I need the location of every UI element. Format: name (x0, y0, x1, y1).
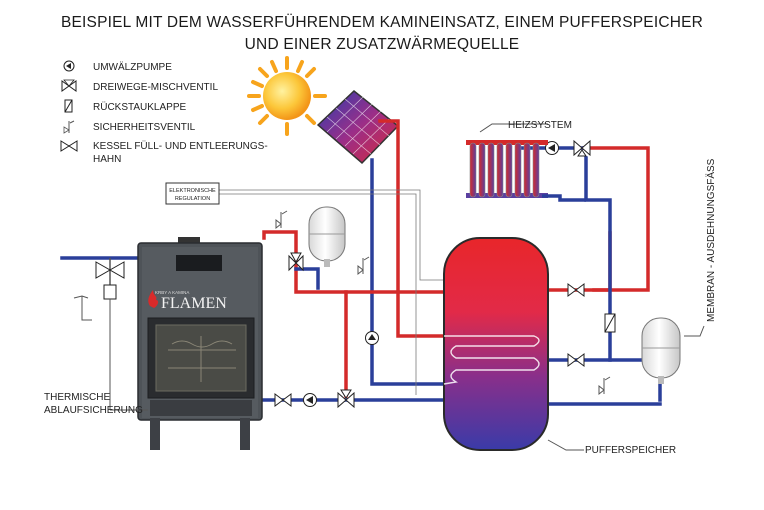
electronic-regulation-box: ELEKTRONISCHE REGULATION (165, 182, 220, 205)
mixing-valve-icon (288, 252, 304, 272)
regulation-label-line1: ELEKTRONISCHE (169, 188, 216, 194)
pump-icon (303, 393, 317, 407)
heating-label-leader (479, 123, 548, 133)
regulation-wires (219, 189, 444, 395)
fill-drain-valve-icon (274, 393, 292, 407)
legend-fill-valve-label-line1: KESSEL FÜLL- UND ENTLEERUNGS- (93, 140, 268, 152)
safety-valve-icon (275, 210, 288, 230)
mixing-valve-icon (61, 79, 77, 92)
diagram-title-line2: UND EINER ZUSATZWÄRMEQUELLE (244, 36, 520, 53)
buffer-tank-label: PUFFERSPEICHER (585, 445, 676, 456)
legend-check-valve-label: RÜCKSTAUKLAPPE (93, 101, 187, 113)
heating-flow-pipe (546, 231, 612, 292)
solar-heat-exchanger-coil (443, 335, 540, 385)
fill-drain-valve-icon (567, 283, 585, 297)
expansion-vessel-label: MEMBRAN - AUSDEHNUNGSFÄSS (705, 158, 717, 322)
legend: UMWÄLZPUMPE DREIWEGE-MISCHVENTIL RÜCKSTA… (60, 60, 268, 165)
legend-pump-label: UMWÄLZPUMPE (93, 61, 172, 73)
solar-feed-pipe (378, 119, 448, 338)
safety-valve-icon (598, 376, 611, 396)
fill-drain-valve-icon (95, 261, 125, 279)
vessel-connection-pipe (294, 267, 320, 290)
pump-icon (365, 331, 379, 345)
stove-brand: FLAMEN (161, 295, 227, 312)
diagram-title-line1: BEISPIEL MIT DEM WASSERFÜHRENDEM KAMINEI… (60, 14, 704, 31)
fireplace-insert: KRBY A KAMINA FLAMEN (137, 237, 263, 450)
solar-panel (316, 90, 400, 165)
stove-brand-small: KRBY A KAMINA (155, 290, 189, 295)
heating-system-label: HEIZSYSTEM (508, 120, 572, 131)
radiator (466, 140, 586, 202)
flame-logo-icon (148, 290, 159, 308)
solar-return-pipe (370, 158, 446, 386)
check-valve-icon (64, 99, 73, 113)
buffer-label-leader (547, 439, 584, 451)
expansion-label-leader (684, 325, 705, 337)
thermal-discharge-safety (73, 258, 148, 411)
thermal-safety-label-line2: ABLAUFSICHERUNG (44, 405, 143, 416)
thermal-safety-label-line1: THERMISCHE (44, 392, 110, 403)
expansion-vessel-left (308, 206, 346, 267)
buffer-tank (443, 237, 549, 451)
safety-valve-icon (357, 256, 370, 276)
pump-icon (545, 141, 559, 155)
legend-mixing-valve-label: DREIWEGE-MISCHVENTIL (93, 82, 218, 93)
fill-drain-valve-icon (567, 353, 585, 367)
heating-flow-up (582, 146, 650, 292)
legend-safety-valve-label: SICHERHEITSVENTIL (93, 122, 196, 133)
legend-fill-valve-label-line2: HAHN (93, 154, 121, 165)
fill-drain-valve-icon (60, 140, 78, 152)
regulation-label-line2: REGULATION (175, 196, 210, 202)
safety-valve-icon (63, 120, 75, 134)
expansion-vessel-right (641, 317, 681, 384)
sun-icon (247, 56, 327, 136)
check-valve-icon (604, 313, 616, 333)
pump-icon (63, 60, 75, 72)
heating-return-pipe (542, 156, 612, 362)
mixing-valve-icon (337, 389, 355, 409)
mixing-valve-icon (573, 139, 591, 157)
